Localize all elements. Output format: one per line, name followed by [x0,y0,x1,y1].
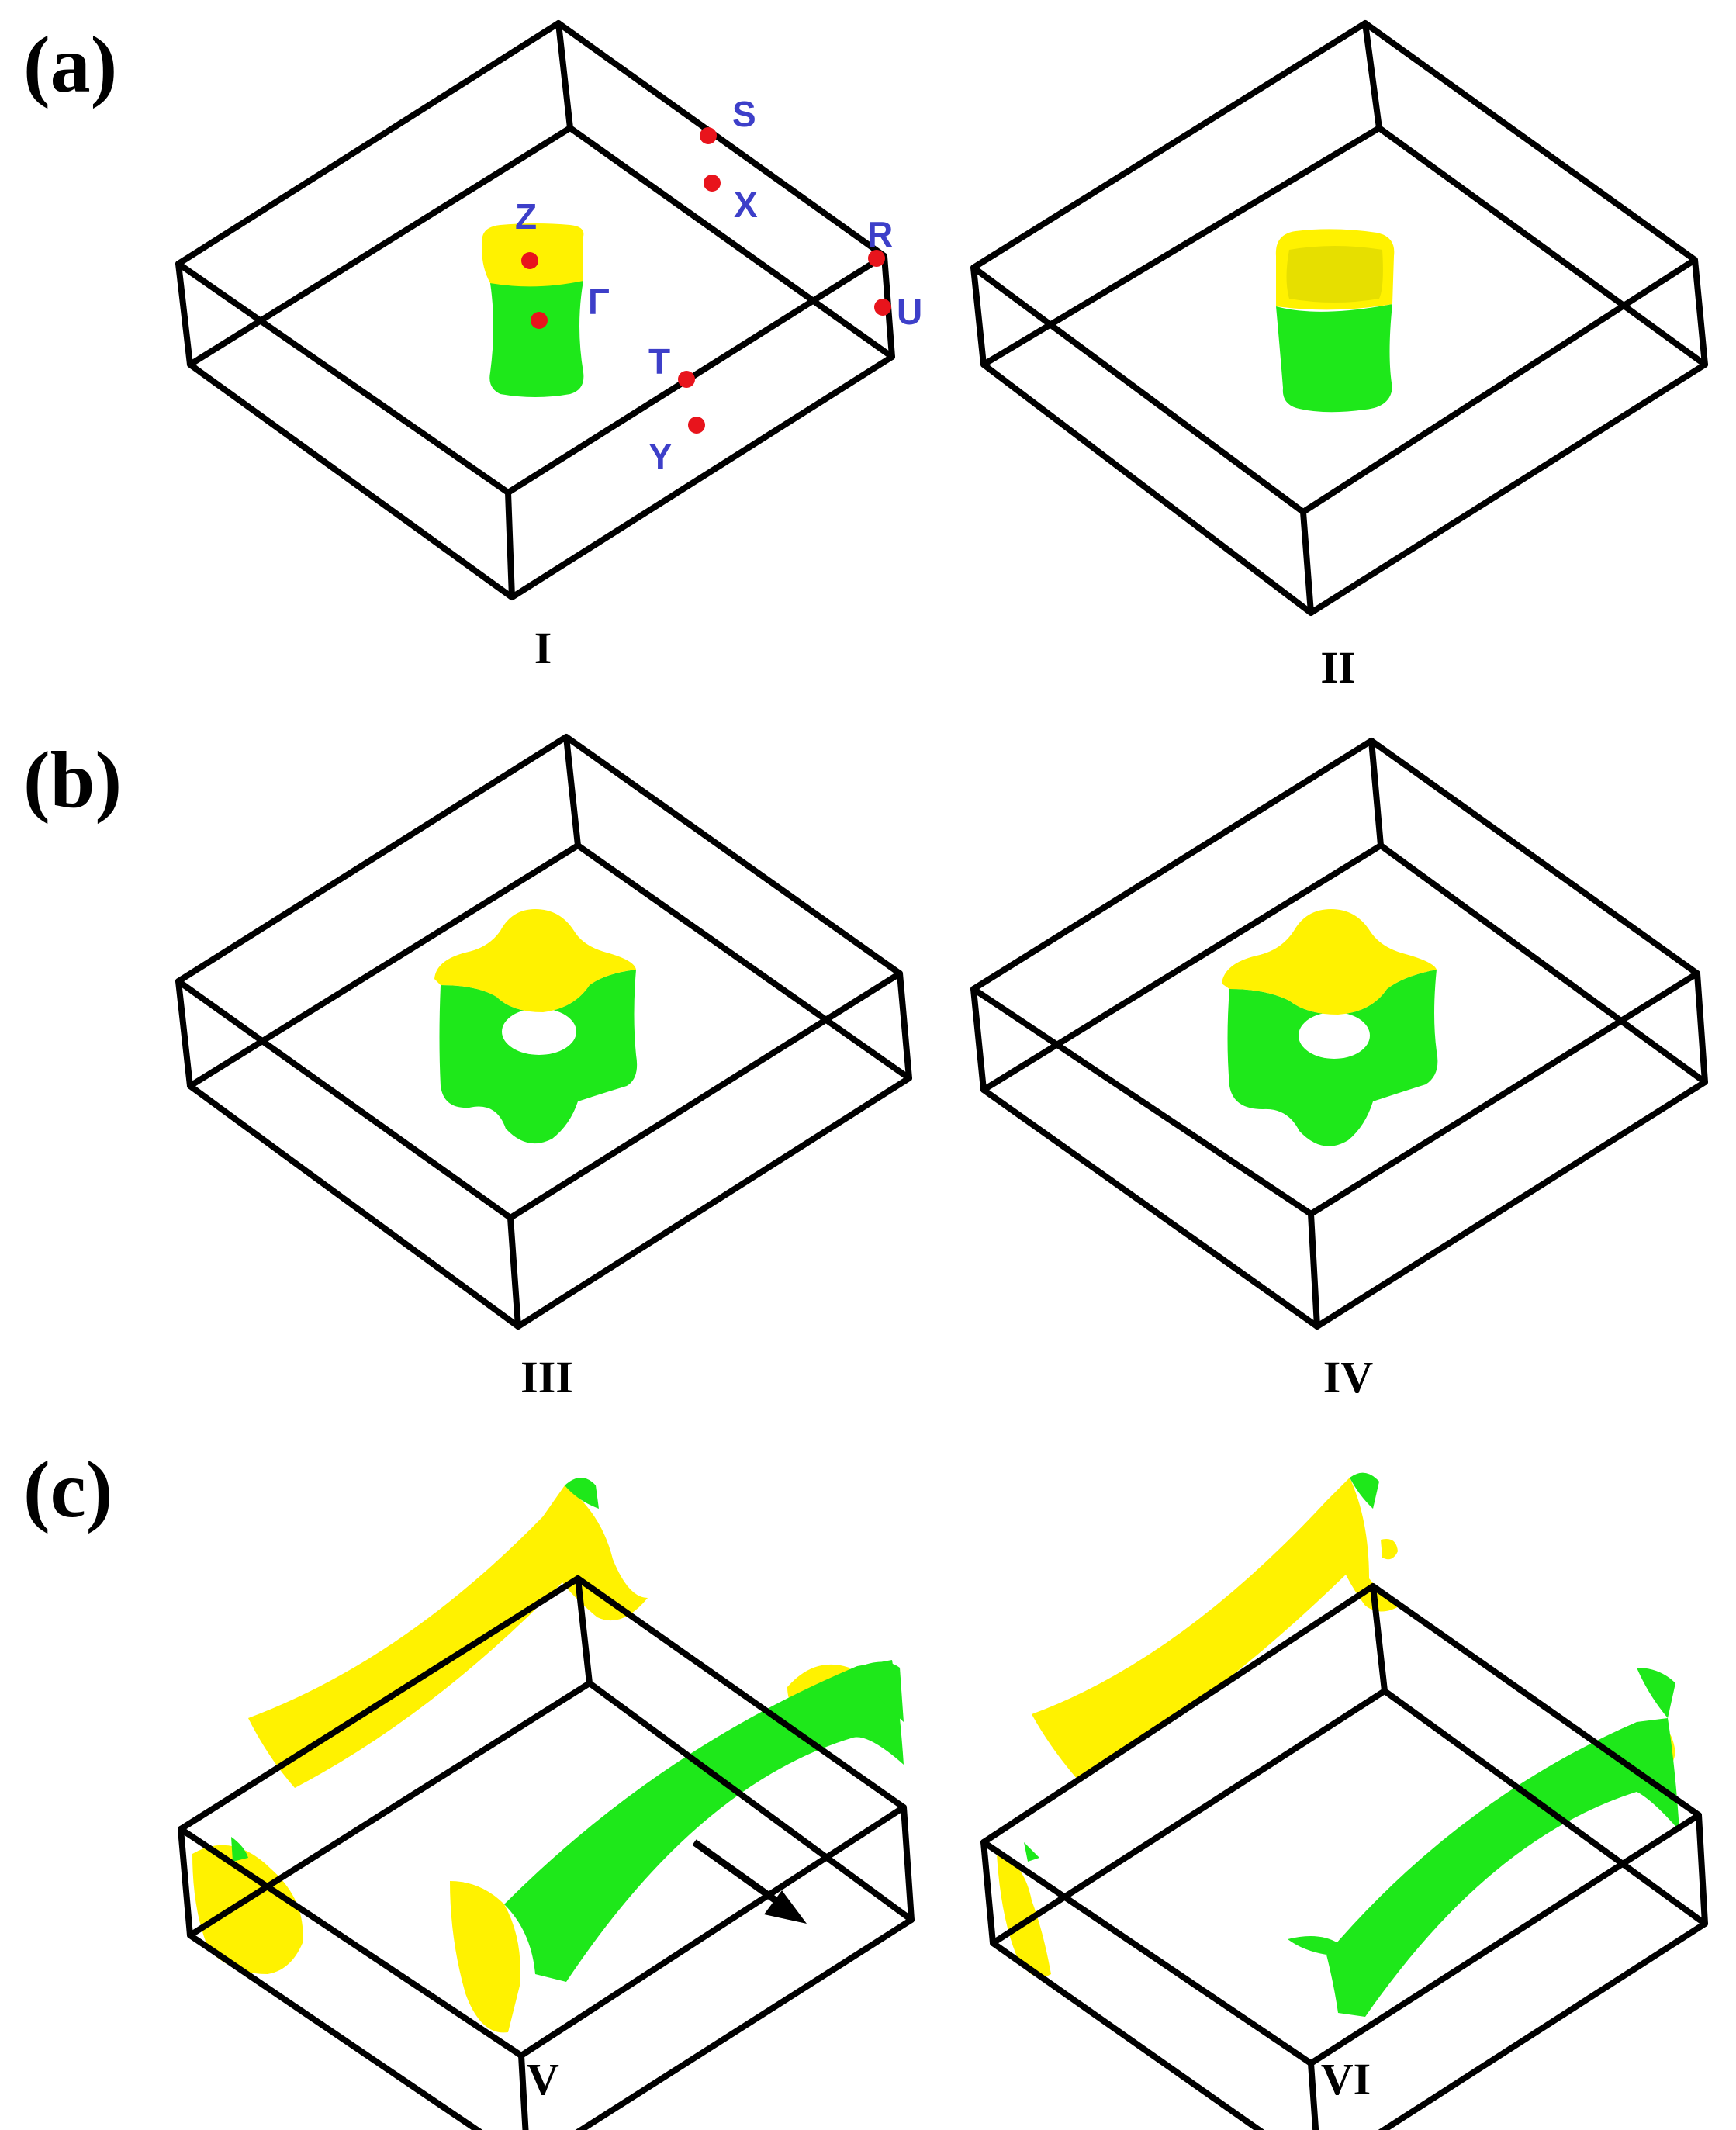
fermi-surface-pocket [434,909,638,1144]
nesting-arrow [692,1839,807,1924]
panel-label-III: III [520,1352,573,1402]
kpoint-dot-X [704,175,721,192]
kpoint-label-S: S [732,94,756,134]
panel-label-I: I [534,623,552,673]
kpoint-dot-U [874,299,891,316]
kpoint-dot-S [700,127,717,144]
high-symmetry-points: S X Z Γ R U T Y [515,94,922,476]
kpoint-dot-Y [688,417,705,434]
panel-label-V: V [527,2054,559,2104]
fermi-surface-pocket [1275,229,1395,413]
kpoint-label-R: R [867,214,893,254]
fermi-surface-pocket [1222,909,1438,1146]
panel-label-II: II [1320,642,1355,693]
row-label-b: (b) [23,735,122,825]
brillouin-zone-box [970,738,1708,1330]
kpoint-label-Z: Z [515,196,537,237]
kpoint-label-Gamma: Γ [588,282,610,322]
kpoint-label-X: X [734,185,758,225]
row-label-c: (c) [23,1445,112,1534]
panel-II: II [970,20,1708,693]
kpoint-label-T: T [648,341,670,382]
kpoint-label-Y: Y [648,436,673,476]
kpoint-dot-T [678,371,695,388]
panel-VI: VI [980,1472,1708,2130]
brillouin-zone-box [970,20,1708,616]
kpoint-label-U: U [897,292,922,332]
brillouin-zone-box [178,1575,915,2130]
panel-IV: IV [970,738,1708,1402]
brillouin-zone-box [980,1583,1708,2130]
panel-label-IV: IV [1323,1352,1374,1402]
panel-I: S X Z Γ R U T Y I [175,20,922,673]
kpoint-dot-Gamma [531,312,548,329]
row-label-a: (a) [23,20,117,109]
kpoint-dot-Z [521,252,538,269]
fermi-surface-pocket [482,223,584,397]
kpoint-dot-R [868,250,885,267]
fermi-surface-sheets [997,1472,1679,2017]
panel-III: III [175,734,912,1402]
panel-label-VI: VI [1321,2054,1371,2104]
panel-V: V [178,1478,915,2130]
brillouin-zone-box [175,734,912,1330]
